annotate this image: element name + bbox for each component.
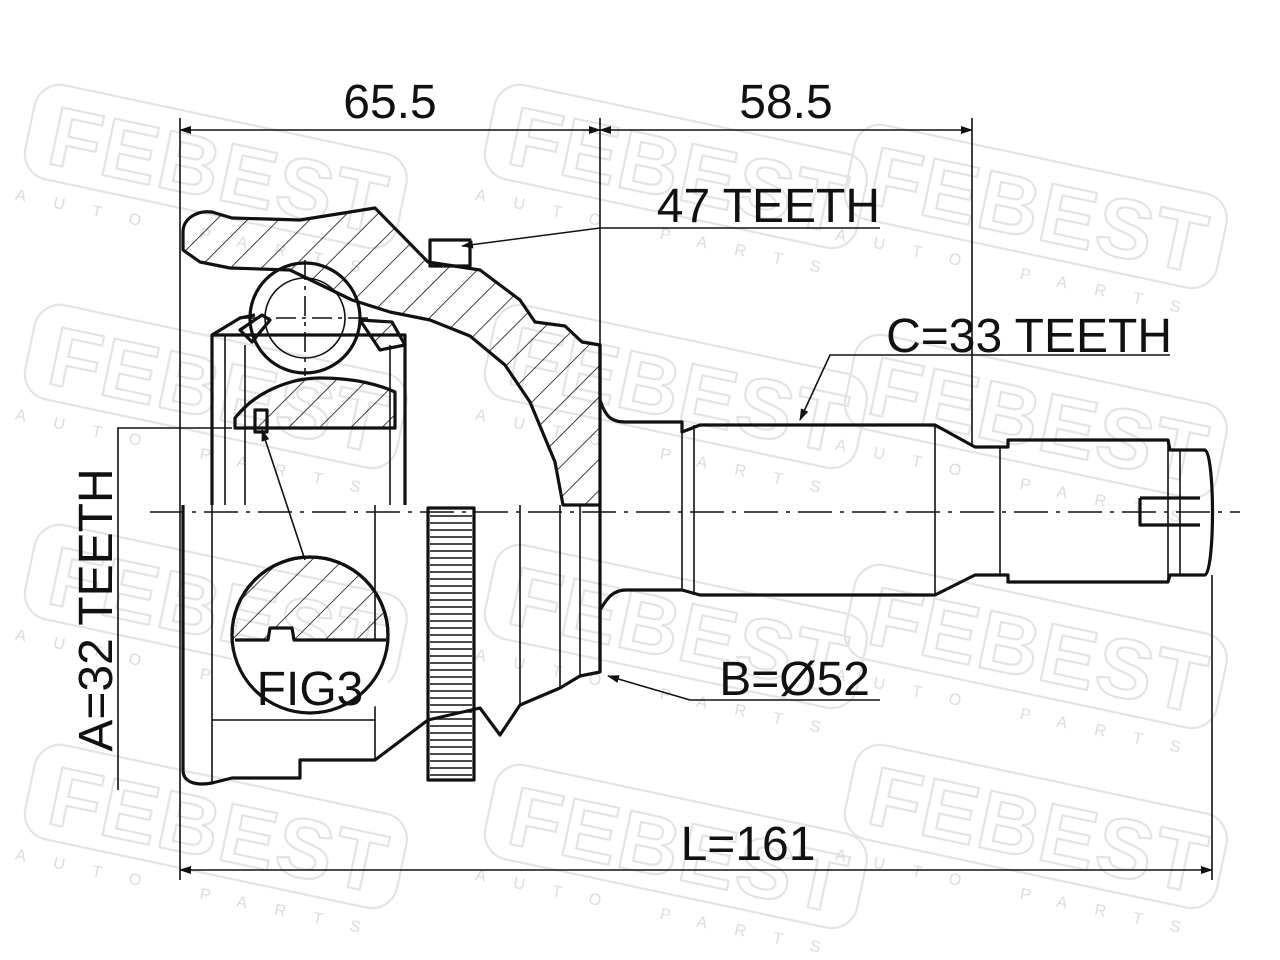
watermark-brand: FEBEST [41,748,396,911]
label-inner-spline: A=32 TEETH [70,468,123,751]
label-seal-diameter: B=Ø52 [719,653,870,706]
fig3-detail [230,555,390,715]
label-fig3: FIG3 [257,663,364,716]
dim-total-length: L=161 [681,818,816,871]
inner-race [210,260,407,505]
watermark-brand: FEBEST [861,748,1216,911]
watermark-brand: FEBEST [861,128,1216,291]
dim-housing-length: 65.5 [343,76,436,129]
abs-ring [426,506,476,782]
watermark-brand: FEBEST [861,568,1216,731]
dimension-lines [117,118,1213,880]
label-shaft-spline: C=33 TEETH [886,310,1172,363]
labels: 65.5 58.5 L=161 47 TEETH C=33 TEETH B=Ø5… [70,76,1172,871]
dim-shaft-length: 58.5 [739,76,832,129]
label-outer-teeth: 47 TEETH [657,180,880,233]
